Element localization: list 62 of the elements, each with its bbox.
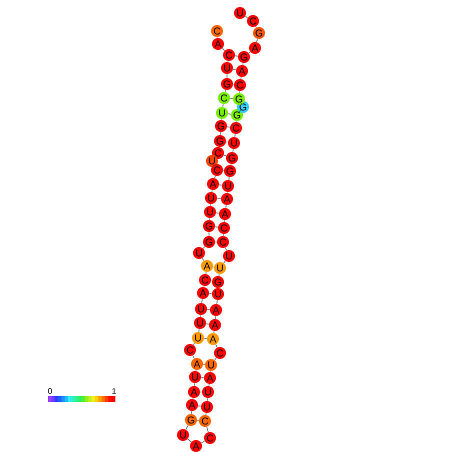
backbone-line	[207, 398, 208, 402]
backbone-line	[238, 110, 242, 112]
backbone-line	[214, 176, 216, 178]
backbone-line	[256, 38, 258, 42]
backbone-line	[223, 260, 226, 264]
backbone-line	[198, 328, 200, 332]
backbone-line	[228, 176, 230, 180]
backbone-line	[244, 16, 248, 18]
backbone-line	[222, 48, 225, 51]
base-pair-line	[208, 293, 212, 294]
backbone-line	[220, 132, 221, 136]
base-pair-line	[200, 377, 204, 378]
base-pair-line	[216, 212, 220, 214]
backbone-line	[200, 314, 201, 318]
backbone-line	[215, 316, 216, 320]
base-pair-line	[216, 198, 222, 199]
base-pair-line	[232, 68, 236, 70]
backbone-line	[215, 344, 218, 348]
backbone-line	[201, 298, 203, 304]
backbone-line	[201, 440, 205, 444]
base-pair-line	[202, 364, 206, 365]
backbone-line	[225, 90, 226, 92]
backbone-line	[234, 134, 236, 138]
base-pair-line	[206, 309, 210, 310]
base-pair-line	[218, 184, 222, 186]
backbone-line	[208, 232, 210, 236]
backbone-line	[192, 355, 195, 359]
backbone-line	[208, 384, 210, 386]
backbone-line	[193, 342, 195, 346]
backbone-line	[194, 382, 195, 386]
backbone-line	[222, 104, 224, 108]
backbone-line	[248, 52, 250, 54]
backbone-line	[202, 246, 206, 249]
backbone-line	[240, 76, 242, 80]
scale-label: 1	[112, 388, 116, 394]
base-pair-line	[226, 126, 230, 128]
base-pair-line	[196, 420, 200, 421]
backbone-line	[223, 234, 224, 236]
backbone-line	[224, 220, 225, 222]
backbone-line	[214, 156, 216, 158]
backbone-line	[186, 425, 188, 430]
backbone-line	[206, 426, 209, 432]
backbone-line	[209, 218, 210, 220]
base-pair-line	[204, 338, 208, 339]
backbone-line	[226, 74, 228, 78]
backbone-line	[240, 101, 242, 105]
base-pair-line	[224, 154, 226, 156]
scale-label: 0	[48, 388, 52, 394]
backbone-line	[187, 438, 192, 442]
backbone-line	[214, 358, 217, 360]
backbone-line	[191, 410, 192, 414]
base-pair-line	[230, 98, 234, 99]
backbone-line	[218, 274, 220, 276]
backbone-line	[242, 62, 244, 66]
backbone-line	[225, 247, 227, 251]
backbone-line	[216, 300, 218, 304]
backbone-line	[202, 258, 204, 262]
base-pair-line	[214, 226, 218, 228]
backbone-line	[210, 204, 211, 206]
backbone-line	[239, 90, 240, 94]
backbone-line	[232, 148, 234, 152]
backbone-line	[214, 164, 216, 167]
